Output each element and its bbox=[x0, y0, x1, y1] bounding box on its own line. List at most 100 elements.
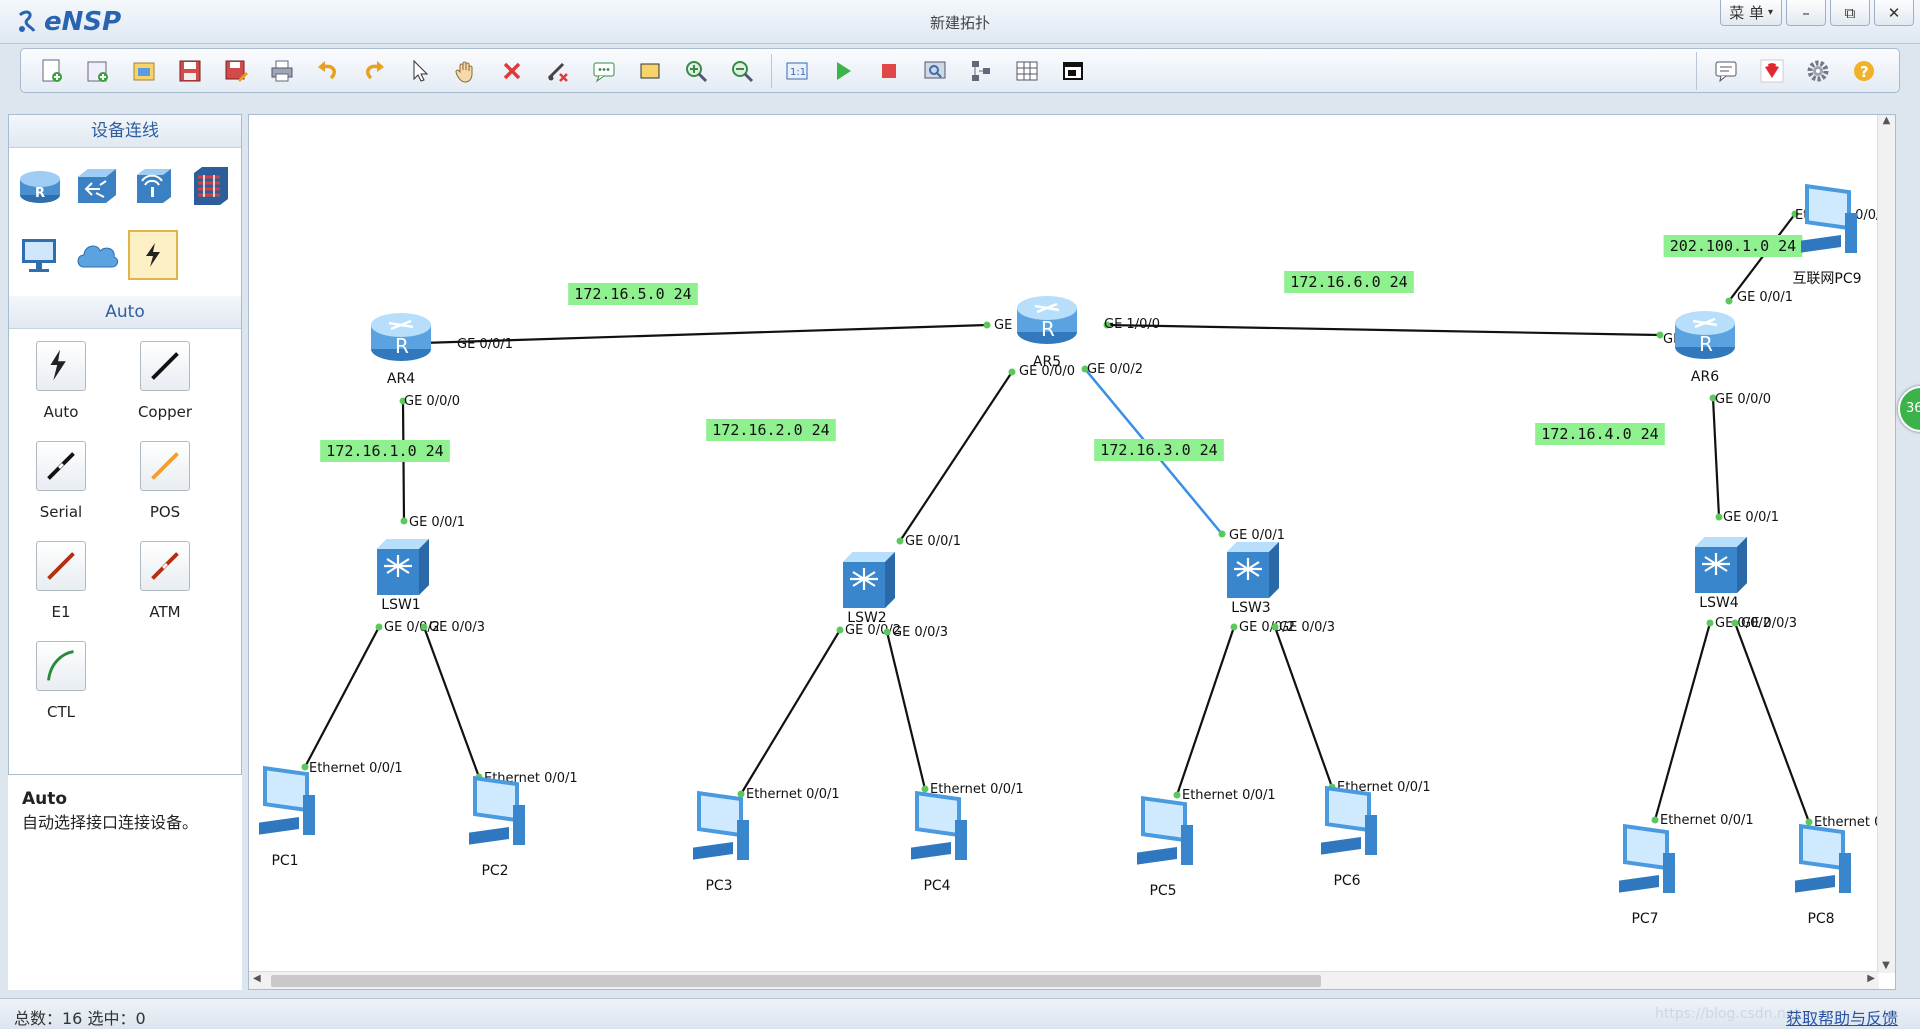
help-button[interactable]: ? bbox=[1843, 52, 1885, 90]
link-LSW4-PC7[interactable] bbox=[1653, 622, 1712, 821]
save-as-button[interactable] bbox=[215, 52, 257, 90]
link-LSW1-PC1[interactable] bbox=[304, 626, 380, 768]
text-note-button[interactable] bbox=[583, 52, 625, 90]
rectangle-button[interactable] bbox=[629, 52, 671, 90]
cable-ctl-button[interactable]: CTL bbox=[9, 635, 113, 735]
topology-button[interactable] bbox=[960, 52, 1002, 90]
menu-button[interactable]: 菜 单▾ bbox=[1720, 0, 1782, 26]
network-label[interactable]: 172.16.3.0 24 bbox=[1094, 439, 1224, 461]
link-AR5-LSW2[interactable] bbox=[899, 371, 1013, 542]
port-dot[interactable] bbox=[1715, 513, 1723, 521]
port-dot[interactable] bbox=[400, 517, 408, 525]
port-dot[interactable] bbox=[1805, 818, 1813, 826]
port-dot[interactable] bbox=[737, 790, 745, 798]
switch-category[interactable] bbox=[68, 156, 125, 214]
pan-button[interactable] bbox=[445, 52, 487, 90]
node-PC6[interactable]: PC6 bbox=[1321, 785, 1377, 889]
cloud-category[interactable] bbox=[68, 226, 125, 284]
node-互联网PC9[interactable]: 互联网PC9 bbox=[1792, 183, 1862, 287]
stop-device-button[interactable] bbox=[868, 52, 910, 90]
redo-button[interactable] bbox=[353, 52, 395, 90]
scroll-right-arrow[interactable]: ▶ bbox=[1867, 973, 1875, 984]
network-label[interactable]: 172.16.5.0 24 bbox=[568, 283, 698, 305]
node-PC7[interactable]: PC7 bbox=[1619, 823, 1675, 927]
link-LSW2-PC4[interactable] bbox=[885, 631, 927, 790]
zoom-in-button[interactable] bbox=[675, 52, 717, 90]
port-dot[interactable] bbox=[921, 785, 929, 793]
terminal-category[interactable] bbox=[11, 226, 68, 284]
floating-badge[interactable]: 36 bbox=[1898, 386, 1920, 432]
port-dot[interactable] bbox=[399, 397, 407, 405]
minimize-button[interactable]: – bbox=[1786, 0, 1826, 26]
port-dot[interactable] bbox=[420, 623, 428, 631]
network-label[interactable]: 202.100.1.0 24 bbox=[1663, 235, 1803, 257]
port-dot[interactable] bbox=[1709, 394, 1717, 402]
horizontal-scroll-thumb[interactable] bbox=[271, 975, 1321, 987]
network-label[interactable]: 172.16.2.0 24 bbox=[706, 419, 836, 441]
new-topology-button[interactable] bbox=[31, 52, 73, 90]
link-AR4-AR5[interactable] bbox=[421, 323, 988, 345]
scroll-up-arrow[interactable]: ▲ bbox=[1882, 115, 1891, 126]
node-LSW2[interactable]: LSW2 bbox=[843, 552, 895, 626]
console-button[interactable] bbox=[1052, 52, 1094, 90]
chat-button[interactable] bbox=[1705, 52, 1747, 90]
cable-category[interactable] bbox=[128, 230, 178, 280]
port-dot[interactable] bbox=[1218, 530, 1226, 538]
select-button[interactable] bbox=[399, 52, 441, 90]
restore-button[interactable]: ⧉ bbox=[1830, 0, 1870, 26]
cable-serial-button[interactable]: Serial bbox=[9, 435, 113, 535]
scroll-left-arrow[interactable]: ◀ bbox=[253, 973, 261, 984]
fit-button[interactable]: 1:1 bbox=[776, 52, 818, 90]
grid-button[interactable] bbox=[1006, 52, 1048, 90]
node-LSW3[interactable]: LSW3 bbox=[1227, 542, 1279, 616]
print-button[interactable] bbox=[261, 52, 303, 90]
port-dot[interactable] bbox=[1008, 368, 1016, 376]
port-dot[interactable] bbox=[1173, 791, 1181, 799]
network-label[interactable]: 172.16.4.0 24 bbox=[1535, 423, 1665, 445]
delete-link-button[interactable] bbox=[537, 52, 579, 90]
topology-canvas[interactable]: 172.16.5.0 24 172.16.6.0 24 202.100.1.0 24… bbox=[248, 114, 1896, 990]
port-dot[interactable] bbox=[1725, 297, 1733, 305]
port-dot[interactable] bbox=[1230, 623, 1238, 631]
link-AR5-AR6[interactable] bbox=[1106, 323, 1661, 337]
node-LSW1[interactable]: LSW1 bbox=[377, 539, 429, 613]
cable-pos-button[interactable]: POS bbox=[113, 435, 217, 535]
link-LSW4-PC8[interactable] bbox=[1733, 622, 1811, 823]
link-AR6-互联网PC9[interactable] bbox=[1728, 213, 1796, 302]
wlan-category[interactable] bbox=[125, 156, 182, 214]
scroll-down-arrow[interactable]: ▼ bbox=[1882, 960, 1890, 971]
zoom-out-button[interactable] bbox=[721, 52, 763, 90]
port-dot[interactable] bbox=[1791, 210, 1799, 218]
port-dot[interactable] bbox=[1103, 321, 1111, 329]
node-PC1[interactable]: PC1 bbox=[259, 765, 315, 869]
router-category[interactable]: R bbox=[11, 156, 68, 214]
network-label[interactable]: 172.16.6.0 24 bbox=[1284, 271, 1414, 293]
node-PC5[interactable]: PC5 bbox=[1137, 795, 1193, 899]
network-label[interactable]: 172.16.1.0 24 bbox=[320, 440, 450, 462]
vertical-scrollbar[interactable]: ▲ ▼ bbox=[1877, 115, 1895, 973]
start-device-button[interactable] bbox=[822, 52, 864, 90]
open-button[interactable] bbox=[123, 52, 165, 90]
port-dot[interactable] bbox=[896, 537, 904, 545]
cable-copper-button[interactable]: Copper bbox=[113, 335, 217, 435]
cable-auto-button[interactable]: Auto bbox=[9, 335, 113, 435]
cable-e1-button[interactable]: E1 bbox=[9, 535, 113, 635]
node-PC3[interactable]: PC3 bbox=[693, 790, 749, 894]
link-AR6-LSW4[interactable] bbox=[1711, 397, 1721, 518]
capture-button[interactable] bbox=[914, 52, 956, 90]
port-dot[interactable] bbox=[1081, 365, 1089, 373]
cable-atm-button[interactable]: ATM bbox=[113, 535, 217, 635]
node-LSW4[interactable]: LSW4 bbox=[1695, 537, 1747, 611]
settings-button[interactable] bbox=[1797, 52, 1839, 90]
horizontal-scrollbar[interactable]: ◀ ▶ bbox=[249, 971, 1879, 989]
link-LSW3-PC6[interactable] bbox=[1273, 626, 1334, 788]
huawei-button[interactable] bbox=[1751, 52, 1793, 90]
port-dot[interactable] bbox=[883, 628, 891, 636]
close-button[interactable]: ✕ bbox=[1874, 0, 1914, 26]
node-PC2[interactable]: PC2 bbox=[469, 775, 525, 879]
port-dot[interactable] bbox=[1731, 619, 1739, 627]
link-LSW3-PC5[interactable] bbox=[1175, 626, 1236, 796]
